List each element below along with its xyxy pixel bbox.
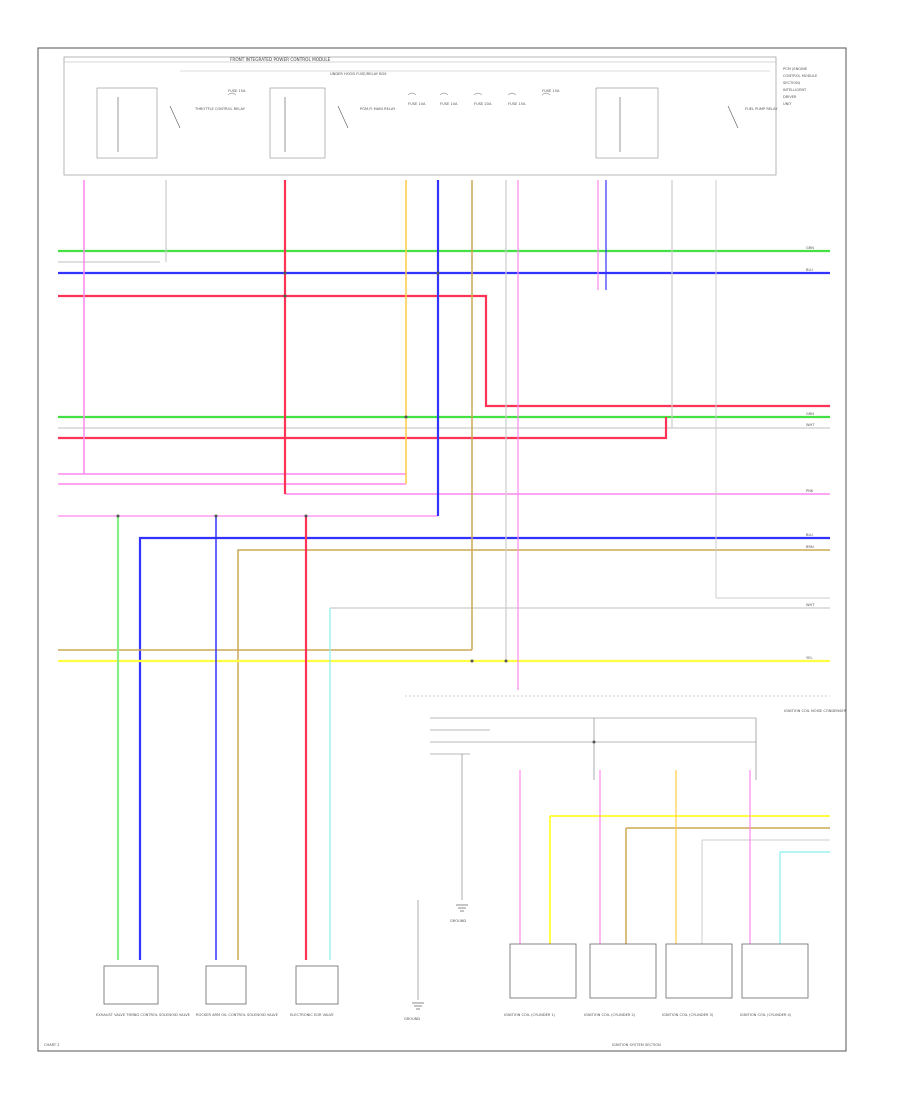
relay-throttle-label: THROTTLE CONTROL RELAY xyxy=(194,107,246,111)
component-rocker-valve: ROCKER ARM OIL CONTROL SOLENOID VALVE xyxy=(196,965,279,1017)
component-egr-valve: ELECTRONIC EGR VALVE xyxy=(290,965,339,1017)
svg-text:SECTION): SECTION) xyxy=(783,81,801,85)
svg-text:UNIT: UNIT xyxy=(783,102,792,106)
fuse-box-title: FRONT INTEGRATED POWER CONTROL MODULE xyxy=(230,57,331,62)
fuse-1-label: FUSE 15A xyxy=(228,89,246,93)
side-note: PCM (ENGINE CONTROL MODULE SECTION) INTE… xyxy=(783,67,818,106)
wire-code-label: GRN xyxy=(806,246,814,250)
fuse-box-note: UNDER HOOD FUSE/RELAY BOX xyxy=(330,72,387,76)
relay-pgm-fi-label: PGM-FI MAIN RELAY xyxy=(360,107,396,111)
wire-code-label: YEL xyxy=(806,656,812,660)
wire-code-label: GRN xyxy=(806,412,814,416)
fuse-relay-box: FRONT INTEGRATED POWER CONTROL MODULE UN… xyxy=(63,56,818,176)
wire-code-label: BRN xyxy=(806,545,814,549)
component-coil-3: IGNITION COIL (CYLINDER 3) xyxy=(662,943,733,1017)
wire-code-label: WHT xyxy=(806,603,815,607)
wire-code-label: BLU xyxy=(806,533,813,537)
component-vtc-valve: EXHAUST VALVE TIMING CONTROL SOLENOID VA… xyxy=(96,965,191,1017)
component-ground-2: GROUND xyxy=(404,1002,424,1021)
wire-code-label: WHT xyxy=(806,423,815,427)
fuse-3-label: FUSE 10A xyxy=(440,102,458,106)
relay-throttle: THROTTLE CONTROL RELAY xyxy=(96,87,246,159)
relay-fuel-pump: FUEL PUMP RELAY xyxy=(595,87,778,159)
svg-text:GROUND: GROUND xyxy=(404,1017,420,1021)
footer-left-code: CHART 2 xyxy=(44,1043,60,1047)
fuse-group xyxy=(227,92,551,96)
footer-noise-block: IGNITION COIL NOISE CONDENSER xyxy=(784,709,847,713)
svg-text:ELECTRONIC EGR VALVE: ELECTRONIC EGR VALVE xyxy=(290,1013,334,1017)
svg-text:INTELLIGENT: INTELLIGENT xyxy=(783,88,807,92)
vertical-wires xyxy=(83,180,717,960)
svg-text:IGNITION COIL (CYLINDER 3): IGNITION COIL (CYLINDER 3) xyxy=(662,1013,714,1017)
component-coil-2: IGNITION COIL (CYLINDER 2) xyxy=(584,943,657,1017)
component-coil-1: IGNITION COIL (CYLINDER 1) xyxy=(504,943,577,1017)
wire-code-label: PNK xyxy=(806,489,814,493)
horizontal-wires xyxy=(58,249,830,960)
diagram-frame xyxy=(37,47,847,1052)
svg-text:IGNITION COIL (CYLINDER 1): IGNITION COIL (CYLINDER 1) xyxy=(504,1013,556,1017)
fuse-5-label: FUSE 15A xyxy=(508,102,526,106)
component-ground-1: GROUND xyxy=(450,904,468,923)
svg-text:DRIVER: DRIVER xyxy=(783,95,797,99)
fuse-4-label: FUSE 20A xyxy=(474,102,492,106)
connector-dots xyxy=(116,271,596,744)
relay-fuel-pump-label: FUEL PUMP RELAY xyxy=(745,107,778,111)
relay-pgm-fi: PGM-FI MAIN RELAY xyxy=(269,87,396,159)
svg-text:GROUND: GROUND xyxy=(450,919,466,923)
fuse-2-label: FUSE 10A xyxy=(408,102,426,106)
wire-code-label: BLU xyxy=(806,268,813,272)
svg-text:PCM (ENGINE: PCM (ENGINE xyxy=(783,67,808,71)
svg-text:IGNITION COIL (CYLINDER 4): IGNITION COIL (CYLINDER 4) xyxy=(740,1013,792,1017)
svg-text:EXHAUST VALVE TIMING CONTROL S: EXHAUST VALVE TIMING CONTROL SOLENOID VA… xyxy=(96,1013,191,1017)
svg-text:ROCKER ARM OIL CONTROL SOLENOI: ROCKER ARM OIL CONTROL SOLENOID VALVE xyxy=(196,1013,279,1017)
coil-bus xyxy=(405,695,830,1000)
component-coil-4: IGNITION COIL (CYLINDER 4) xyxy=(740,943,809,1017)
fuse-6-label: FUSE 15A xyxy=(542,89,560,93)
svg-text:CONTROL MODULE: CONTROL MODULE xyxy=(783,74,818,78)
svg-text:IGNITION COIL (CYLINDER 2): IGNITION COIL (CYLINDER 2) xyxy=(584,1013,636,1017)
footer-coil-group: IGNITION SYSTEM SECTION xyxy=(612,1043,661,1047)
